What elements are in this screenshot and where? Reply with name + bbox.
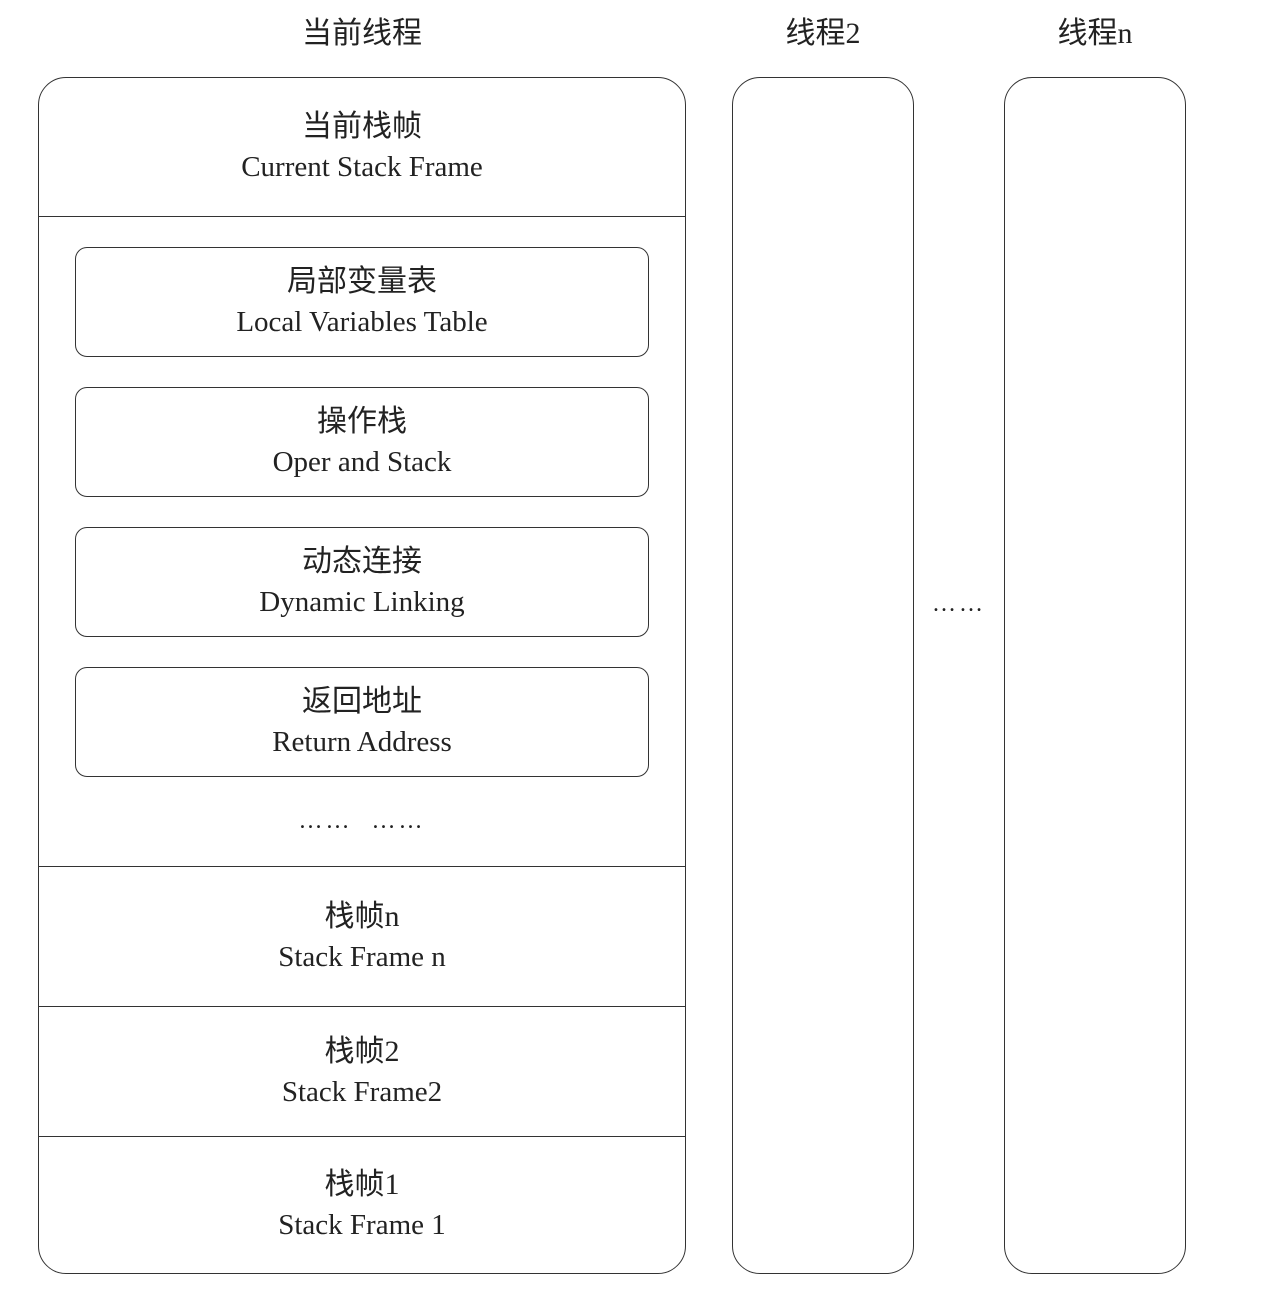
dynamic-linking-box: 动态连接 Dynamic Linking (75, 527, 649, 637)
stack-frame-n: 栈帧n Stack Frame n (39, 866, 685, 1006)
local-variables-table-zh: 局部变量表 (287, 265, 437, 298)
stack-frame-2: 栈帧2 Stack Frame2 (39, 1006, 685, 1136)
return-address-en: Return Address (272, 726, 452, 758)
operand-stack-box: 操作栈 Oper and Stack (75, 387, 649, 497)
thread-2-box (732, 77, 914, 1274)
thread-2-title: 线程2 (785, 17, 861, 50)
local-variables-table-en: Local Variables Table (236, 306, 488, 338)
stack-frame-n-en: Stack Frame n (278, 940, 446, 973)
thread-n-box (1004, 77, 1186, 1274)
current-stack-frame-en: Current Stack Frame (241, 151, 483, 183)
stack-frame-2-zh: 栈帧2 (324, 1034, 400, 1068)
return-address-zh: 返回地址 (302, 685, 422, 718)
stack-frame-2-en: Stack Frame2 (281, 1075, 443, 1108)
stack-frame-1: 栈帧1 Stack Frame 1 (39, 1136, 685, 1273)
current-stack-frame-zh: 当前栈帧 (302, 110, 422, 143)
stack-frame-n-zh: 栈帧n (324, 899, 400, 933)
operand-stack-zh: 操作栈 (317, 405, 407, 438)
stack-frame-1-zh: 栈帧1 (324, 1168, 400, 1201)
operand-stack-en: Oper and Stack (272, 446, 452, 478)
threads-ellipsis: …… (932, 591, 986, 617)
thread-n-title: 线程n (1057, 17, 1133, 50)
dynamic-linking-en: Dynamic Linking (259, 586, 465, 618)
components-ellipsis: …… …… (298, 808, 426, 834)
stack-frame-1-en: Stack Frame 1 (278, 1209, 446, 1241)
current-thread-box: 当前栈帧 Current Stack Frame 局部变量表 Local Var… (38, 77, 686, 1274)
local-variables-table-box: 局部变量表 Local Variables Table (75, 247, 649, 357)
current-stack-frame: 当前栈帧 Current Stack Frame (39, 78, 685, 216)
dynamic-linking-zh: 动态连接 (302, 545, 422, 578)
current-frame-details: 局部变量表 Local Variables Table 操作栈 Oper and… (39, 216, 685, 866)
return-address-box: 返回地址 Return Address (75, 667, 649, 777)
current-thread-title: 当前线程 (302, 17, 422, 50)
